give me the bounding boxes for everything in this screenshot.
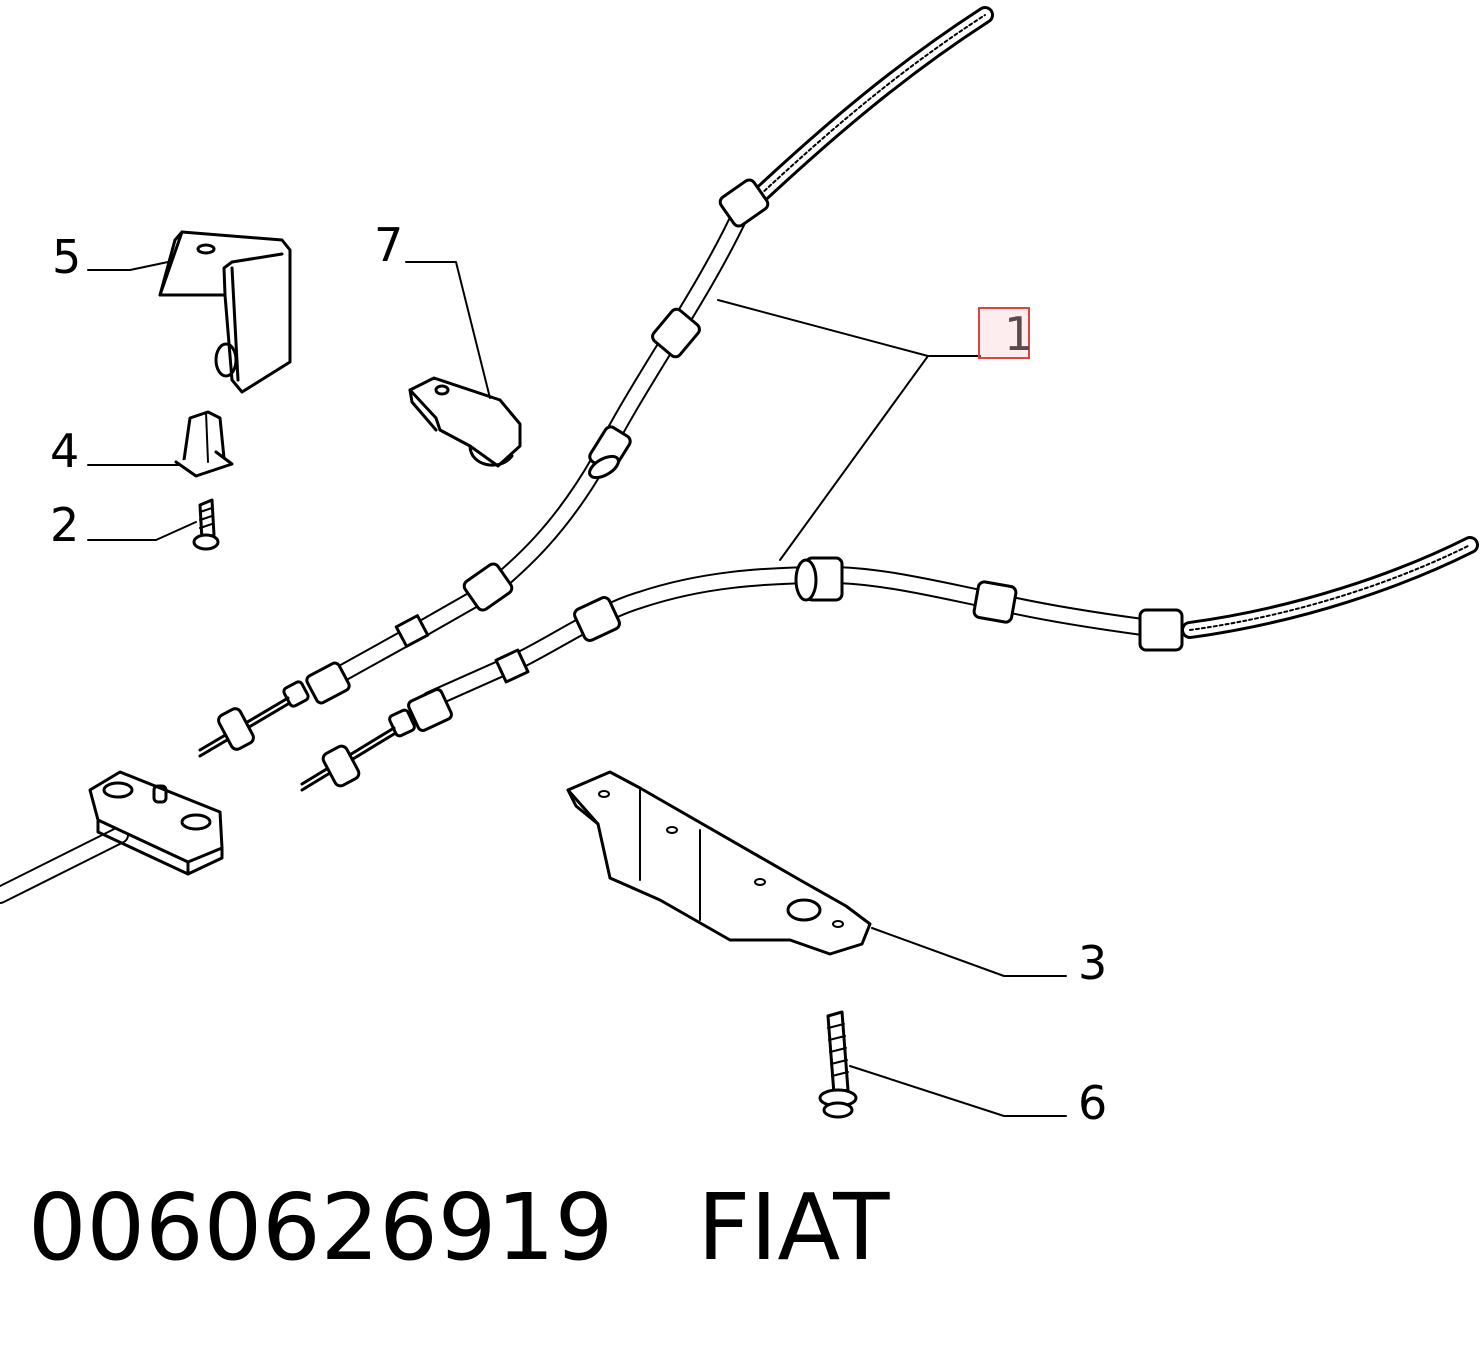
cable-upper xyxy=(198,6,994,758)
brand-name: FIAT xyxy=(697,1174,890,1281)
callout-7: 7 xyxy=(374,218,404,272)
part-number: 0060626919 xyxy=(28,1174,614,1281)
part-6-bolt xyxy=(818,1010,858,1119)
callout-1: 1 xyxy=(1004,307,1034,361)
part-2-screw xyxy=(192,498,220,551)
callout-4: 4 xyxy=(50,424,80,478)
callout-5: 5 xyxy=(52,230,82,284)
part-7-clip xyxy=(408,376,522,468)
part-3-guide-plate xyxy=(566,770,872,956)
cable-lower xyxy=(300,536,1479,792)
part-4-grommet xyxy=(174,410,234,478)
part-5-bracket xyxy=(158,230,292,394)
leader-lines xyxy=(87,261,1067,1117)
callout-3: 3 xyxy=(1078,936,1108,990)
callout-6: 6 xyxy=(1078,1076,1108,1130)
callout-2: 2 xyxy=(50,498,80,552)
callout-1-highlight: 1 xyxy=(978,307,1034,361)
equalizer-block xyxy=(0,770,224,904)
